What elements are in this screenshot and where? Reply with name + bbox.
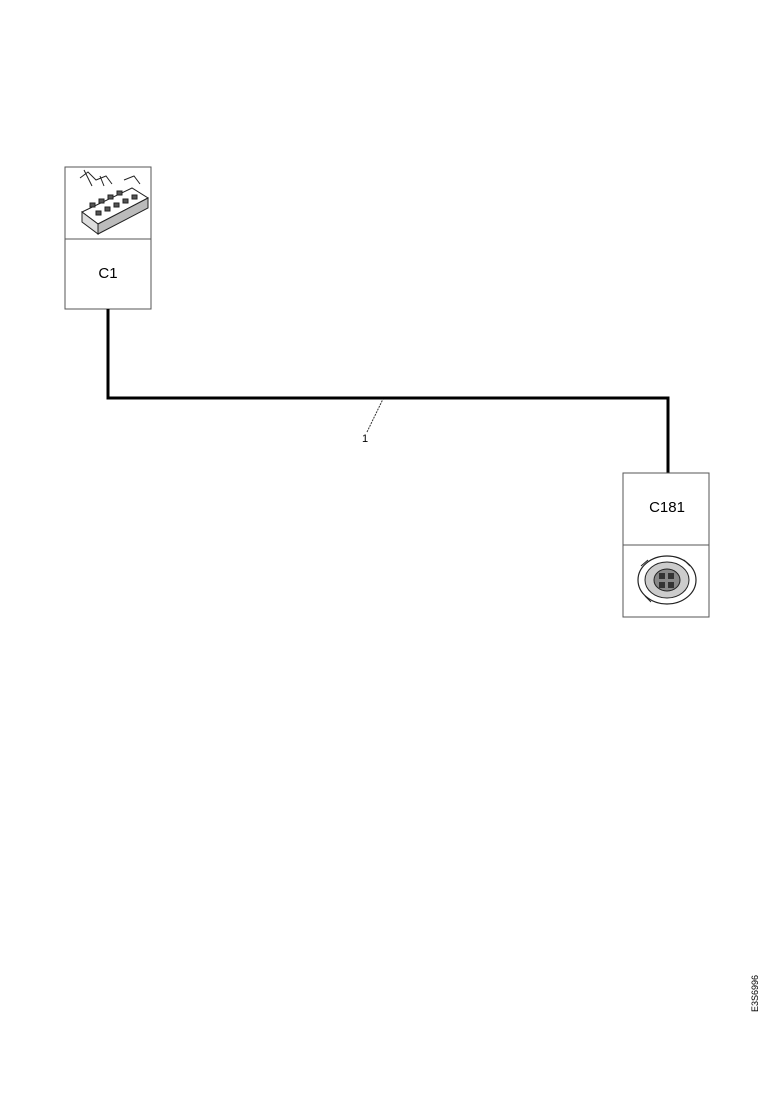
round-connector-icon <box>637 555 697 605</box>
figure-id: E3S6996 <box>750 974 760 1012</box>
connector-c181-label: C181 <box>649 499 685 516</box>
wire <box>106 309 670 473</box>
connector-c1: C1 <box>64 166 152 310</box>
multi-pin-connector-block-icon <box>79 169 150 235</box>
connector-c1-label: C1 <box>98 265 117 282</box>
wire-reference-number: 1 <box>362 433 368 445</box>
wire-reference-leader <box>366 398 384 433</box>
connector-c181: C181 <box>622 472 710 618</box>
